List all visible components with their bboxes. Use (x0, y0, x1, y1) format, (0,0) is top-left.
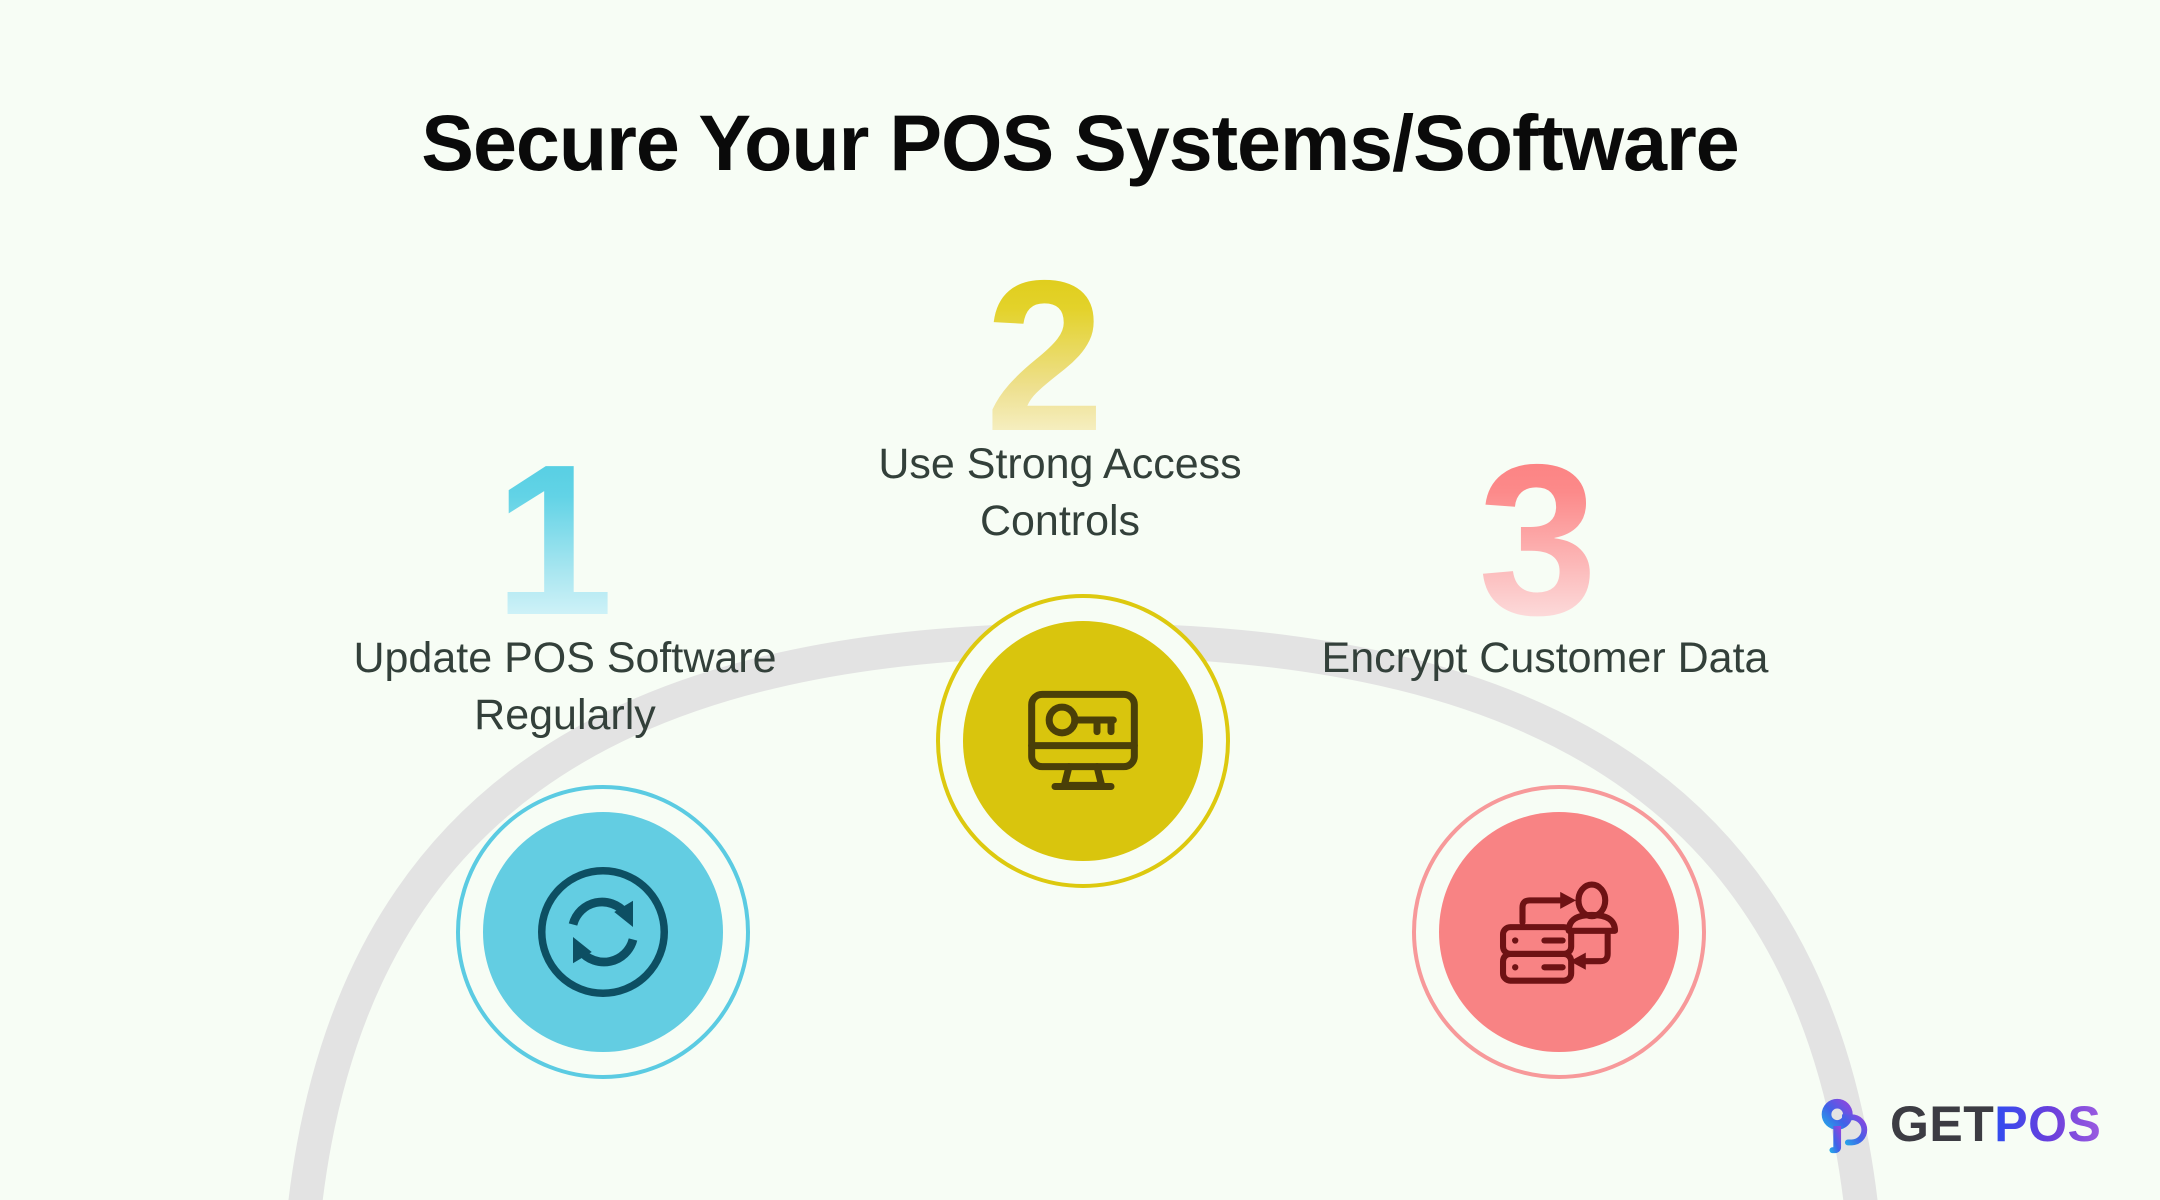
step-2-icon-disc (963, 621, 1203, 861)
monitor-key-icon (1028, 690, 1138, 790)
step-node-3[interactable] (1412, 785, 1706, 1079)
step-3-icon-disc (1439, 812, 1679, 1052)
step-number-1: 1 (494, 419, 614, 660)
step-number-2: 2 (985, 235, 1105, 476)
step-caption-2: Use Strong Access Controls (878, 440, 1242, 545)
getpos-mark-icon (1821, 1098, 1868, 1154)
step-caption-3: Encrypt Customer Data (1321, 634, 1769, 682)
page-title: Secure Your POS Systems/Software (421, 98, 1739, 187)
getpos-logo[interactable]: GETPOS (1812, 1093, 2101, 1155)
logo-text-pos: POS (1994, 1096, 2102, 1152)
database-user-transfer-icon (1499, 881, 1619, 984)
refresh-sync-icon (538, 867, 668, 997)
step-caption-1: Update POS Software Regularly (353, 634, 777, 739)
step-node-2[interactable] (936, 594, 1230, 888)
logo-text-get: GET (1890, 1096, 1995, 1152)
step-1-icon-disc (483, 812, 723, 1052)
logo-wordmark: GETPOS (1890, 1099, 2101, 1149)
step-node-1[interactable] (456, 785, 750, 1079)
step-number-3: 3 (1478, 419, 1598, 660)
